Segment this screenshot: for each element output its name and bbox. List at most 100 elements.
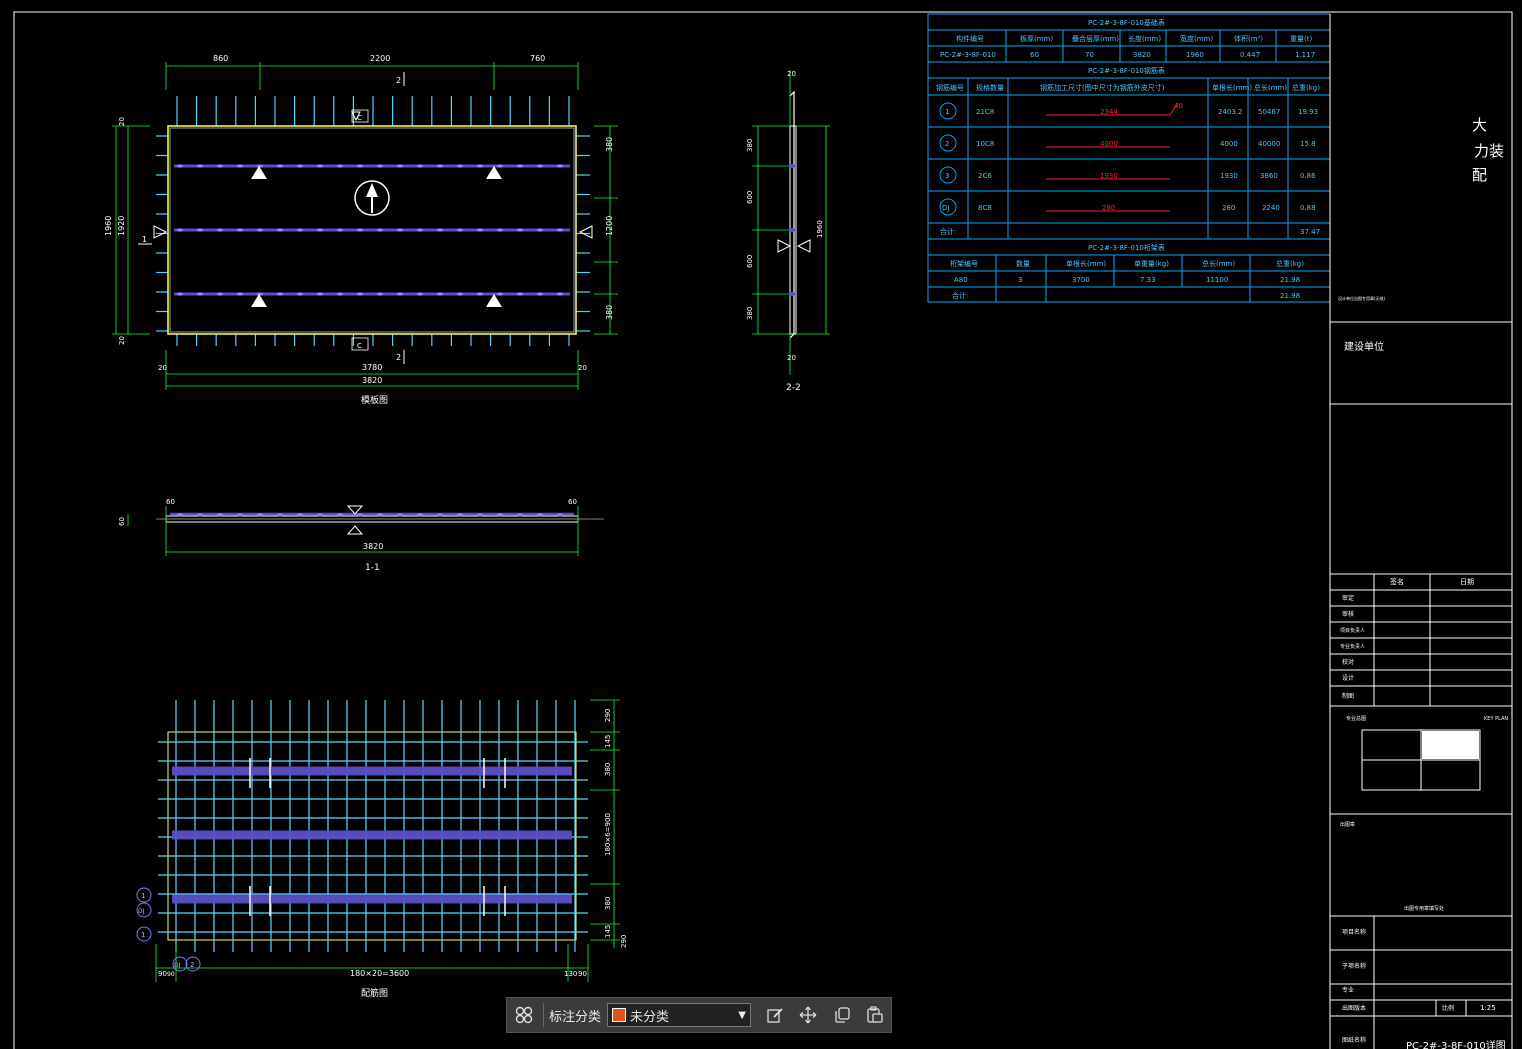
dim-text: 60 bbox=[118, 517, 126, 526]
truss-node bbox=[317, 228, 323, 232]
dim-text: 2200 bbox=[370, 54, 390, 63]
dim-text: 1200 bbox=[605, 216, 614, 236]
rebar-shape-length: 2344 bbox=[1100, 108, 1118, 116]
table-cell: 1 bbox=[945, 108, 949, 116]
table-cell: 1930 bbox=[1220, 172, 1238, 180]
truss-node bbox=[257, 513, 263, 517]
field-label: 出图版本 bbox=[1342, 1004, 1366, 1012]
truss-node bbox=[417, 513, 423, 517]
annotation-toolbar: 标注分类 未分类 ▼ bbox=[506, 997, 892, 1033]
truss-node bbox=[437, 513, 443, 517]
view-title: 模板图 bbox=[361, 394, 388, 406]
truss-node bbox=[397, 228, 403, 232]
table-cell: 60 bbox=[1030, 51, 1039, 59]
company-name: 力装 bbox=[1474, 142, 1504, 160]
truss-node bbox=[277, 164, 283, 168]
edit-icon[interactable] bbox=[759, 998, 792, 1032]
dim-text: 130 bbox=[564, 970, 577, 978]
dim-text: 20 bbox=[118, 117, 126, 126]
view-title: 配筋图 bbox=[361, 987, 388, 999]
move-icon[interactable] bbox=[792, 998, 825, 1032]
paste-icon[interactable] bbox=[858, 998, 891, 1032]
table-header: 单重量(kg) bbox=[1134, 259, 1169, 268]
dim-text: 1960 bbox=[104, 216, 113, 236]
table-title: PC-2#-3-8F-010钢筋表 bbox=[1088, 66, 1165, 75]
field-label: KEY PLAN bbox=[1484, 716, 1508, 722]
dim-text: 90 bbox=[167, 971, 175, 978]
drawing-title: PC-2#-3-8F-010详图 bbox=[1406, 1039, 1506, 1049]
copy-icon[interactable] bbox=[825, 998, 858, 1032]
table-cell: 3 bbox=[945, 172, 949, 180]
table-header: 签名 bbox=[1390, 577, 1404, 586]
triangle-mark: C bbox=[357, 114, 362, 122]
table-cell: 10C8 bbox=[976, 140, 994, 148]
dim-text: 380 bbox=[604, 763, 612, 776]
lift-point-triangle bbox=[251, 166, 267, 179]
table-header: 板厚(mm) bbox=[1020, 34, 1053, 43]
truss-node bbox=[317, 513, 323, 517]
truss-node bbox=[237, 228, 243, 232]
schedule-tables: PC-2#-3-8F-010基础表 构件编号 板厚(mm) 叠合层厚(mm) 长… bbox=[927, 13, 1331, 303]
table-header: 单根长(mm) bbox=[1212, 83, 1252, 92]
truss-node bbox=[197, 513, 203, 517]
table-cell: 合计: bbox=[940, 227, 956, 236]
dim-text: 1960 bbox=[816, 220, 824, 238]
dim-text: 380 bbox=[746, 139, 754, 152]
table-header: 体积(m³) bbox=[1234, 34, 1263, 43]
truss-node bbox=[277, 228, 283, 232]
truss-node bbox=[477, 164, 483, 168]
truss-node bbox=[337, 228, 343, 232]
truss-node bbox=[437, 292, 443, 296]
section-1-1-view: 60 60 60 3820 1-1 bbox=[118, 498, 604, 573]
rebar-shape-length: 4000 bbox=[1100, 140, 1118, 148]
truss-node bbox=[537, 228, 543, 232]
drawing-frame bbox=[13, 11, 1513, 1049]
truss-node bbox=[177, 228, 183, 232]
dim-text: 145 bbox=[604, 925, 612, 938]
note-text: 出图专用章填写处 bbox=[1404, 905, 1444, 912]
grid-icon[interactable] bbox=[507, 998, 540, 1032]
truss-node bbox=[437, 164, 443, 168]
truss-node bbox=[517, 228, 523, 232]
truss-node bbox=[397, 164, 403, 168]
truss-node bbox=[517, 164, 523, 168]
rebar-marker: DJ bbox=[174, 962, 181, 969]
dim-text: 1920 bbox=[117, 216, 126, 236]
dim-text: 90 bbox=[578, 970, 587, 978]
category-dropdown[interactable]: 未分类 ▼ bbox=[607, 1003, 751, 1027]
table-header: 桁架编号 bbox=[950, 259, 978, 268]
rebar-marker: 1 bbox=[141, 931, 145, 939]
section-mark: 1 bbox=[142, 235, 147, 244]
slab-outline bbox=[167, 125, 577, 335]
dim-text: 20 bbox=[118, 336, 126, 345]
truss-node bbox=[237, 292, 243, 296]
section-mark: 2 bbox=[396, 76, 401, 85]
key-plan-highlight bbox=[1422, 731, 1479, 759]
table-title: PC-2#-3-8F-010基础表 bbox=[1088, 18, 1165, 27]
field-label: 专业总图 bbox=[1346, 715, 1366, 722]
truss-node bbox=[477, 292, 483, 296]
truss-node bbox=[457, 228, 463, 232]
dim-text: 20 bbox=[578, 364, 587, 372]
toolbar-divider bbox=[543, 1003, 544, 1027]
dim-text: 600 bbox=[746, 191, 754, 204]
dim-text: 380 bbox=[605, 305, 614, 320]
dim-text: 600 bbox=[746, 255, 754, 268]
table-cell: 0.447 bbox=[1240, 51, 1260, 59]
table-header: 宽度(mm) bbox=[1180, 34, 1213, 43]
truss-node bbox=[237, 513, 243, 517]
table-header: 规格数量 bbox=[976, 83, 1004, 92]
dim-text: 20 bbox=[787, 354, 796, 362]
table-cell: 21C8 bbox=[976, 108, 994, 116]
truss-node bbox=[337, 164, 343, 168]
truss-node bbox=[217, 164, 223, 168]
table-cell: 2C6 bbox=[978, 172, 992, 180]
truss-node bbox=[497, 164, 503, 168]
direction-arrow-icon bbox=[354, 180, 390, 216]
table-header: 总重(kg) bbox=[1292, 83, 1320, 92]
table-header: 长度(mm) bbox=[1128, 34, 1161, 43]
chevron-down-icon: ▼ bbox=[738, 1009, 746, 1021]
truss-node bbox=[537, 164, 543, 168]
truss-node bbox=[497, 228, 503, 232]
